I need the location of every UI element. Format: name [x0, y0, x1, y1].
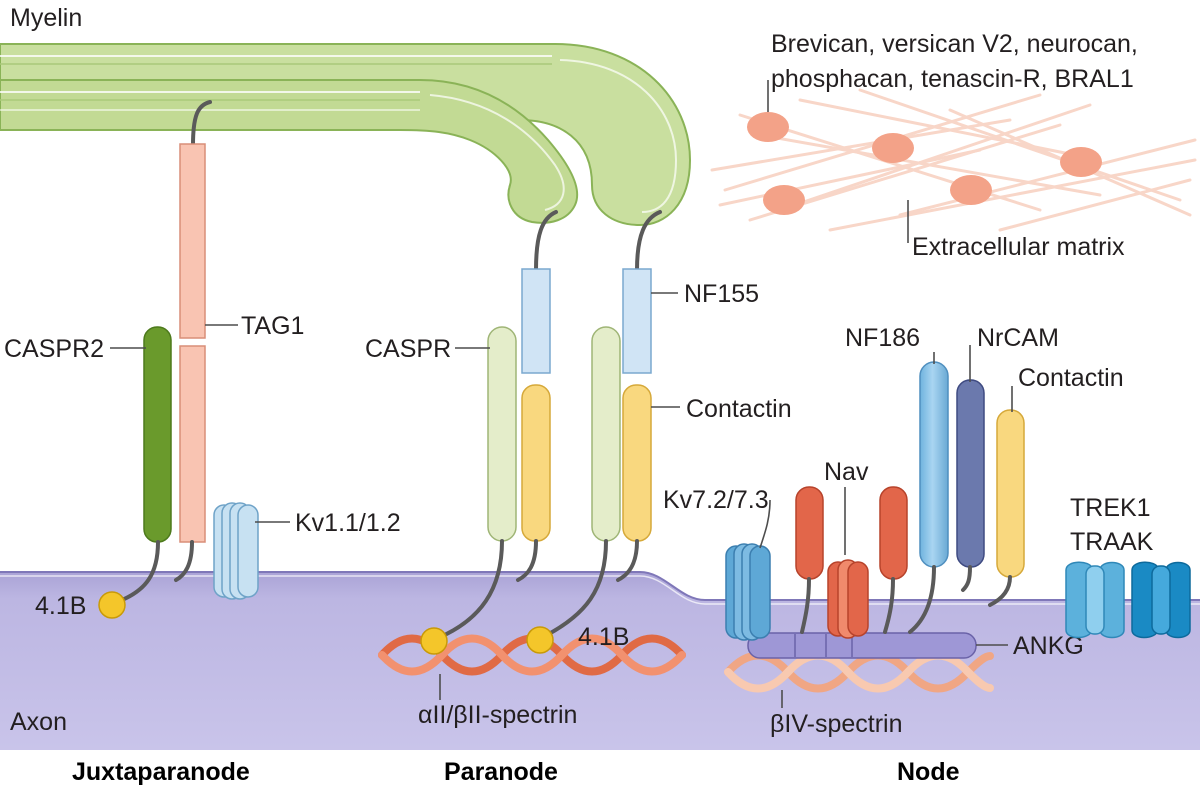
caspr2-label: CASPR2 — [4, 335, 104, 363]
caspr2-protein — [143, 326, 172, 543]
nrcam-label: NrCAM — [977, 324, 1059, 352]
contactin-paranode-left — [521, 384, 551, 542]
tag1-label: TAG1 — [241, 312, 304, 340]
traak-label: TRAAK — [1070, 528, 1154, 556]
nav-protein-left — [795, 486, 824, 580]
caspr-protein-left — [487, 326, 517, 542]
kv72-channel — [725, 543, 771, 641]
nf155-protein-right — [622, 268, 652, 374]
kv11-label: Kv1.1/1.2 — [295, 509, 401, 537]
tag1-upper — [179, 143, 206, 339]
traak-channel — [1131, 561, 1191, 639]
ankg-protein — [747, 632, 977, 659]
kv11-channel — [213, 502, 259, 600]
nf186-protein — [919, 361, 949, 568]
nav-protein-right — [879, 486, 908, 580]
alpha-beta-spectrin-label: αII/βII-spectrin — [418, 701, 577, 729]
contactin-para-label: Contactin — [686, 395, 792, 423]
nf186-label: NF186 — [845, 324, 920, 352]
caspr-label: CASPR — [365, 335, 451, 363]
axon-membrane-outline — [0, 571, 1200, 601]
extracellular-matrix-label: Extracellular matrix — [912, 233, 1125, 261]
myelin-sheath — [0, 43, 692, 227]
beta-iv-spectrin-label: βIV-spectrin — [770, 710, 902, 738]
contactin-node-protein — [996, 409, 1025, 578]
region-node: Node — [897, 758, 960, 786]
caspr-protein-right — [591, 326, 621, 542]
myelin-label: Myelin — [10, 4, 82, 32]
protein-41b-paranode-left — [420, 627, 448, 655]
nf155-label: NF155 — [684, 280, 759, 308]
contactin-node-label: Contactin — [1018, 364, 1124, 392]
protein-41b-juxtaparanode — [98, 591, 126, 619]
axon-membrane — [0, 572, 1200, 750]
nrcam-protein — [956, 379, 985, 568]
tag1-lower — [179, 345, 206, 543]
region-juxtaparanode: Juxtaparanode — [72, 758, 250, 786]
nf155-protein-left — [521, 268, 551, 374]
axon-label: Axon — [10, 708, 67, 736]
trek1-label: TREK1 — [1070, 494, 1151, 522]
ecm-molecules-label-line1: Brevican, versican V2, neurocan, — [771, 30, 1138, 58]
nav-channel — [827, 559, 869, 639]
protein-41b-paranode-right — [526, 626, 554, 654]
contactin-paranode-right — [622, 384, 652, 542]
protein-41b-juxta-label: 4.1B — [35, 592, 86, 620]
kv72-label: Kv7.2/7.3 — [663, 486, 769, 514]
ecm-molecules — [747, 112, 1102, 215]
region-paranode: Paranode — [444, 758, 558, 786]
protein-41b-para-label: 4.1B — [578, 623, 629, 651]
ecm-molecules-label-line2: phosphacan, tenascin-R, BRAL1 — [771, 65, 1134, 93]
nav-label: Nav — [824, 458, 869, 486]
trek1-channel — [1065, 561, 1125, 639]
